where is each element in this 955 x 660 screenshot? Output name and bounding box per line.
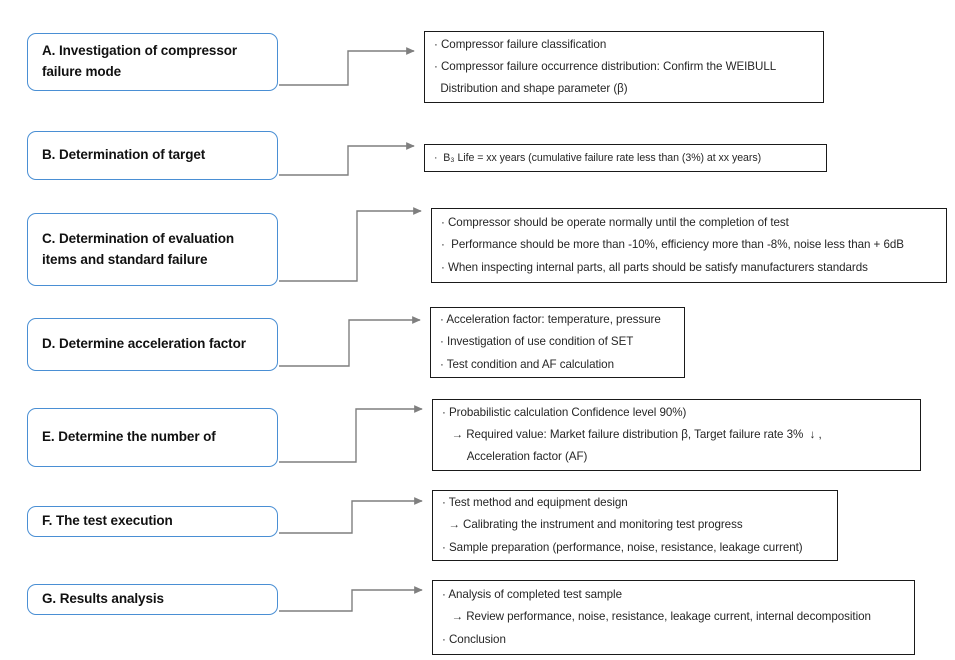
stage-label-e: E. Determine the number of: [42, 429, 216, 445]
stage-box-a[interactable]: A. Investigation of compressor failure m…: [27, 33, 278, 91]
detail-line: · Sample preparation (performance, noise…: [442, 540, 803, 554]
detail-line: → Required value: Market failure distrib…: [442, 427, 822, 441]
stage-label-d: D. Determine acceleration factor: [42, 336, 246, 352]
detail-line: · Probabilistic calculation Confidence l…: [442, 405, 687, 419]
detail-box-e: · Probabilistic calculation Confidence l…: [432, 399, 921, 471]
connector-c: [279, 207, 422, 282]
detail-line: · Compressor should be operate normally …: [441, 216, 789, 230]
stage-box-b[interactable]: B. Determination of target: [27, 131, 278, 180]
detail-line: → Review performance, noise, resistance,…: [442, 610, 871, 624]
stage-label-c: C. Determination of evaluation items and…: [42, 230, 235, 267]
detail-box-c: · Compressor should be operate normally …: [431, 208, 947, 283]
detail-line: Acceleration factor (AF): [442, 450, 588, 464]
stage-box-c[interactable]: C. Determination of evaluation items and…: [27, 213, 278, 286]
connector-d: [279, 316, 421, 367]
detail-line: → Calibrating the instrument and monitor…: [442, 518, 743, 532]
detail-line: · Investigation of use condition of SET: [440, 335, 634, 349]
detail-line: · B₃ Life = xx years (cumulative failure…: [434, 151, 762, 164]
stage-label-b: B. Determination of target: [42, 147, 206, 163]
detail-box-b: · B₃ Life = xx years (cumulative failure…: [424, 144, 827, 172]
detail-line: · Compressor failure occurrence distribu…: [434, 59, 777, 73]
stage-box-d[interactable]: D. Determine acceleration factor: [27, 318, 278, 371]
detail-line: Distribution and shape parameter (β): [434, 82, 628, 96]
stage-box-g[interactable]: G. Results analysis: [27, 584, 278, 615]
detail-box-a: · Compressor failure classification · Co…: [424, 31, 824, 103]
connector-g: [279, 586, 423, 612]
detail-box-g: · Analysis of completed test sample → Re…: [432, 580, 915, 655]
detail-line: · Test condition and AF calculation: [440, 357, 614, 371]
detail-line: · Acceleration factor: temperature, pres…: [440, 313, 661, 327]
connector-e: [279, 405, 423, 463]
detail-line: · When inspecting internal parts, all pa…: [441, 260, 868, 274]
stage-box-f[interactable]: F. The test execution: [27, 506, 278, 537]
detail-line: · Conclusion: [442, 632, 506, 646]
connector-a: [279, 47, 415, 86]
detail-box-f: · Test method and equipment design → Cal…: [432, 490, 838, 561]
stage-label-g: G. Results analysis: [42, 591, 164, 607]
stage-box-e[interactable]: E. Determine the number of: [27, 408, 278, 467]
stage-label-f: F. The test execution: [42, 513, 173, 529]
detail-box-d: · Acceleration factor: temperature, pres…: [430, 307, 685, 378]
detail-line: · Compressor failure classification: [434, 37, 607, 51]
connector-b: [279, 142, 415, 176]
stage-label-a: A. Investigation of compressor failure m…: [42, 43, 238, 79]
connector-f: [279, 497, 423, 534]
detail-line: · Analysis of completed test sample: [442, 588, 622, 602]
detail-line: · Test method and equipment design: [442, 496, 628, 510]
detail-line: · Performance should be more than -10%, …: [441, 238, 904, 252]
